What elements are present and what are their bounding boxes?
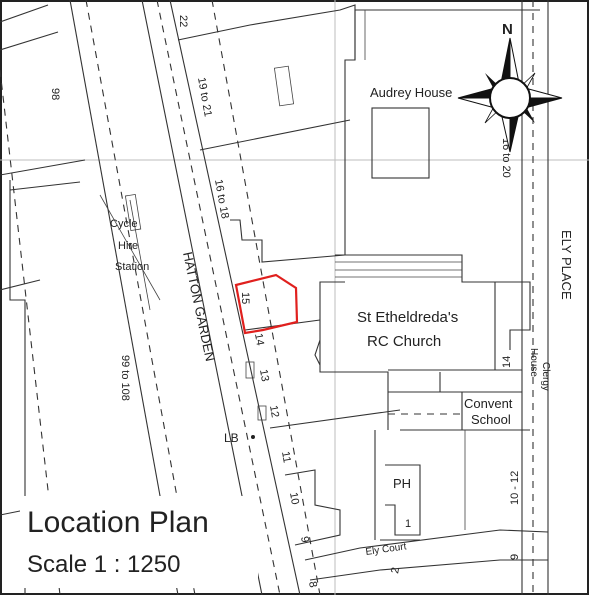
pub-label: PH (393, 476, 411, 491)
number-2: 2 (389, 566, 402, 574)
hatton-garden-label: HATTON GARDEN (180, 251, 218, 363)
number-16to18: 16 to 18 (212, 178, 231, 219)
number-9: 9 (298, 535, 311, 543)
number-14: 14 (252, 332, 266, 346)
north-compass: N (457, 21, 563, 153)
cycle-label-line2: Hire (118, 240, 138, 252)
number-9b: 9 (509, 554, 521, 560)
east-buildings (177, 4, 549, 581)
site-boundary (234, 273, 299, 335)
number-10: 10 (287, 491, 301, 505)
cycle-label-line1: Cycle (110, 218, 138, 230)
north-label: N (502, 21, 513, 38)
number-12: 12 (267, 404, 281, 418)
listed-building-label: LB (224, 431, 239, 445)
west-buildings (0, 4, 161, 595)
clergy-label-line2: House (528, 348, 539, 377)
church-label-line2: RC Church (367, 333, 441, 350)
cycle-label-line3: Station (115, 261, 149, 273)
road-lines (0, 0, 549, 595)
number-22: 22 (177, 15, 189, 27)
legend-scale: Scale 1 : 1250 (27, 551, 180, 578)
convent-label-line1: Convent (464, 396, 513, 411)
clergy-label-line1: Clergy (540, 362, 551, 391)
number-19to21: 19 to 21 (195, 76, 214, 117)
convent-label-line2: School (471, 412, 511, 427)
number-15: 15 (239, 292, 251, 304)
number-99to108: 99 to 108 (119, 355, 131, 401)
ely-place-label: ELY PLACE (559, 230, 574, 300)
legend-title: Location Plan (27, 506, 209, 539)
church-label-line1: St Etheldreda's (357, 309, 458, 326)
listed-building-marker (251, 435, 255, 439)
number-98: 98 (49, 88, 61, 100)
number-14b: 14 (501, 356, 513, 368)
number-13: 13 (257, 368, 271, 382)
number-8: 8 (306, 580, 319, 588)
audrey-house-label: Audrey House (370, 85, 452, 100)
legend-box: Location Plan Scale 1 : 1250 (20, 496, 258, 588)
ely-court-label: Ely Court (365, 541, 407, 558)
number-11: 11 (279, 450, 293, 463)
number-10to12: 10 - 12 (509, 471, 521, 505)
number-1: 1 (405, 518, 411, 530)
